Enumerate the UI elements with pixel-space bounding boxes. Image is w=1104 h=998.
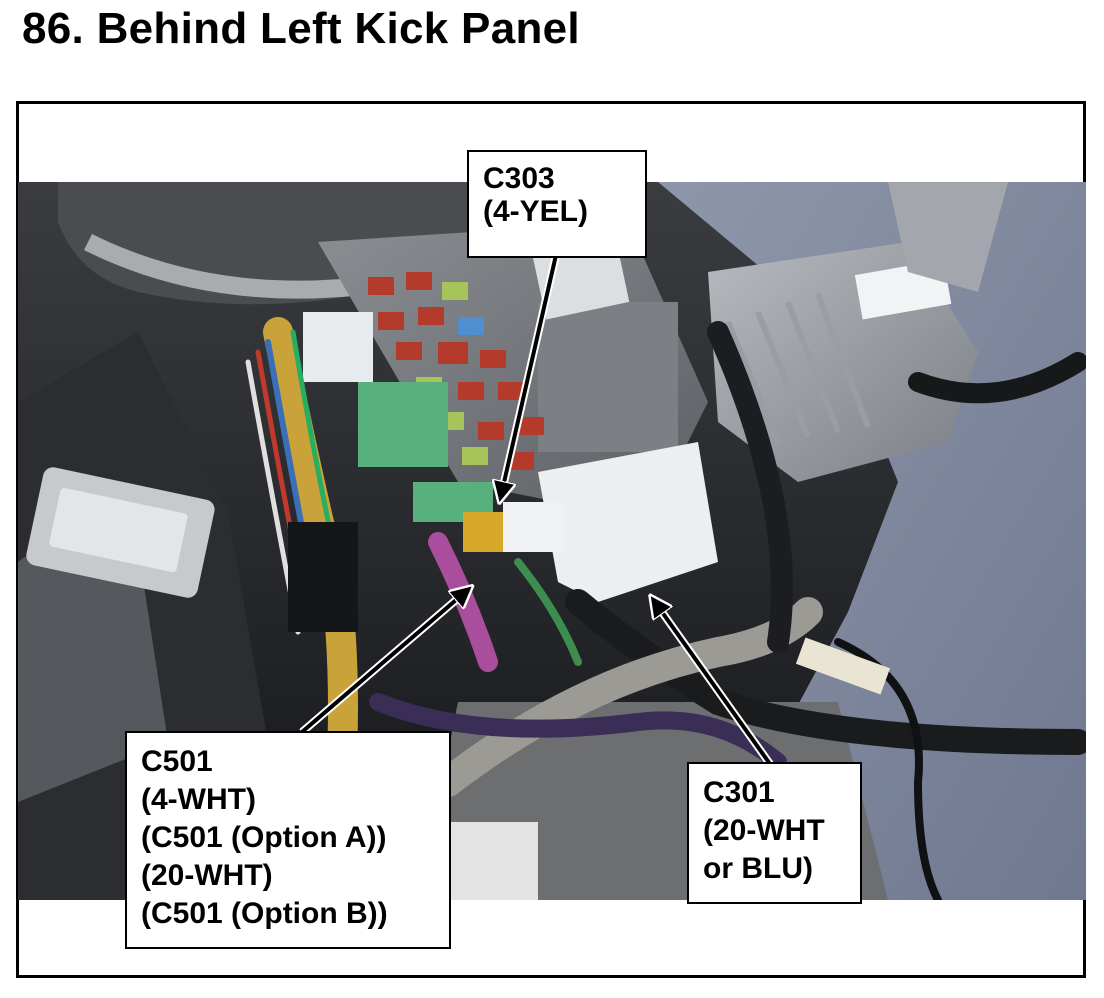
page-title: 86. Behind Left Kick Panel	[22, 4, 580, 53]
callout-c501-line-4: (20-WHT)	[141, 859, 273, 892]
arrow-c303	[500, 254, 560, 500]
lower-connector	[448, 822, 538, 900]
callout-c501-line-5: (C501 (Option B))	[141, 897, 388, 930]
callout-c501-line-3: (C501 (Option A))	[141, 821, 387, 854]
callout-c501: C501 (4-WHT) (C501 (Option A)) (20-WHT) …	[125, 731, 451, 949]
callout-c501-line-2: (4-WHT)	[141, 783, 256, 816]
callout-c301-line-1: C301	[703, 776, 775, 809]
zip-tie	[795, 637, 891, 695]
arrow-c301	[652, 598, 774, 767]
control-module	[708, 182, 1008, 482]
callout-c301: C301 (20-WHT or BLU)	[687, 762, 862, 904]
callout-c303: C303 (4-YEL)	[467, 150, 647, 258]
fuse-array	[368, 272, 544, 470]
callout-c303-line-2: (4-YEL)	[483, 195, 588, 228]
obd-connector	[26, 467, 215, 598]
arrow-c501	[299, 588, 470, 736]
connector-cluster	[463, 442, 718, 602]
callout-c301-line-3: or BLU)	[703, 852, 813, 885]
wire-harnesses	[245, 317, 1086, 900]
callout-c301-line-2: (20-WHT	[703, 814, 825, 847]
callout-c501-line-1: C501	[141, 745, 213, 778]
carpet	[658, 182, 1086, 900]
callout-c303-line-1: C303	[483, 162, 555, 195]
